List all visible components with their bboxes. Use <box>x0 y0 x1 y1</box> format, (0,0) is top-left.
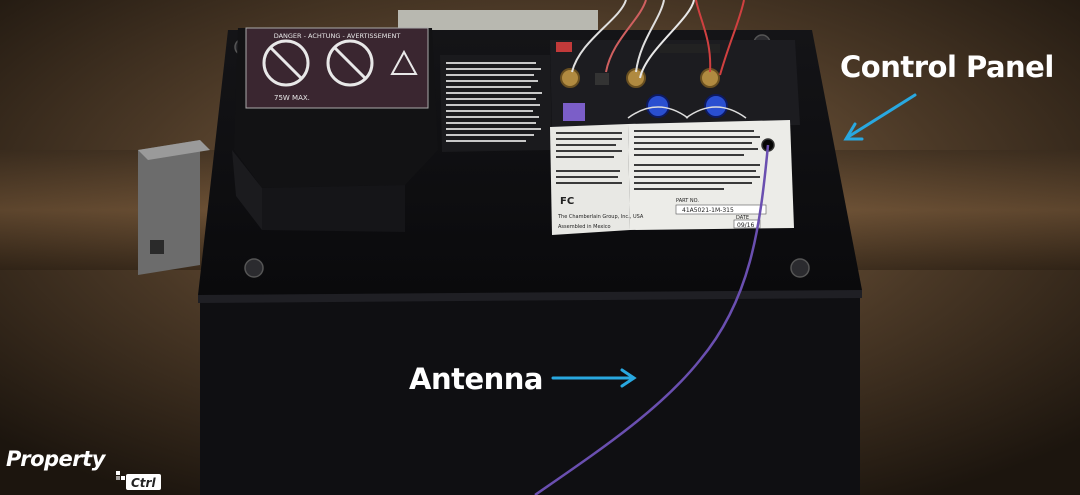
logo-wordmark: Property <box>6 447 105 471</box>
mounting-bracket <box>138 140 210 275</box>
logo-dots-icon <box>116 471 125 480</box>
control-panel <box>550 40 800 128</box>
logo-badge: Ctrl <box>126 474 161 490</box>
instruction-sticker <box>440 55 552 152</box>
danger-label: DANGER - ACHTUNG - AVERTISSEMENT 75W MAX… <box>245 27 429 109</box>
fcc-label: FC The Chamberlain Group, Inc., USA Asse… <box>550 120 794 235</box>
logo-badge-text: Ctrl <box>131 476 156 490</box>
svg-text:41A5021-1M-315: 41A5021-1M-315 <box>682 207 734 214</box>
control-panel-arrow <box>843 93 917 141</box>
antenna-label: Antenna <box>409 362 543 396</box>
top-plate <box>398 10 598 32</box>
control-wires <box>571 0 745 79</box>
antenna-wire <box>534 144 770 495</box>
control-panel-label: Control Panel <box>840 50 1054 84</box>
svg-text:Assembled in Mexico: Assembled in Mexico <box>558 224 611 230</box>
svg-text:The Chamberlain Group, Inc., U: The Chamberlain Group, Inc., USA <box>557 214 644 220</box>
svg-text:DATE: DATE <box>736 215 749 221</box>
svg-text:FC: FC <box>560 196 574 207</box>
svg-text:75W MAX.: 75W MAX. <box>274 94 310 102</box>
svg-text:DANGER - ACHTUNG - AVERTISSEME: DANGER - ACHTUNG - AVERTISSEMENT <box>274 32 401 40</box>
svg-text:09/16: 09/16 <box>737 222 754 229</box>
svg-text:PART NO.: PART NO. <box>676 198 699 204</box>
opener-body <box>200 290 860 495</box>
property-ctrl-logo: Property Ctrl <box>6 447 161 490</box>
antenna-arrow <box>551 368 637 388</box>
